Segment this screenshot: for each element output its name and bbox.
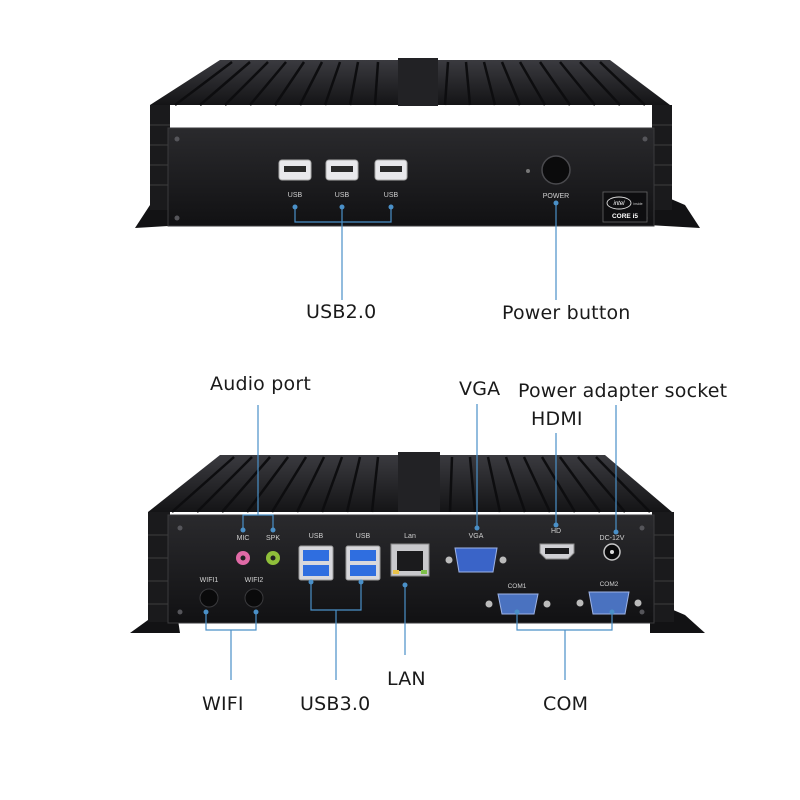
front-fin-lines xyxy=(174,61,646,106)
callout-usb2: USB2.0 xyxy=(306,301,377,323)
com2-port xyxy=(576,591,642,615)
usb3-stack-1 xyxy=(298,545,334,581)
front-usb-port-3 xyxy=(374,159,408,181)
callout-usb3: USB3.0 xyxy=(300,693,371,715)
usb3-label-2: USB xyxy=(356,533,371,540)
svg-text:CORE i5: CORE i5 xyxy=(612,213,638,220)
com1-port xyxy=(485,593,551,615)
hd-port-label: HD xyxy=(551,528,561,535)
callout-audio-port: Audio port xyxy=(210,373,311,395)
callout-power-button: Power button xyxy=(502,302,631,324)
front-panel xyxy=(167,127,655,227)
rear-unit: MIC SPK WIFI1 WIFI2 USB USB Lan xyxy=(130,404,705,680)
front-usb-label-2: USB xyxy=(335,192,350,199)
lan-port xyxy=(390,543,430,577)
front-leader-lines xyxy=(294,204,557,300)
spk-label: SPK xyxy=(266,535,280,542)
power-led xyxy=(526,169,530,173)
front-usb-label-1: USB xyxy=(288,192,303,199)
power-label: POWER xyxy=(543,193,569,200)
svg-text:inside: inside xyxy=(633,202,642,206)
power-button xyxy=(541,155,571,185)
svg-text:intel: intel xyxy=(613,201,625,207)
wifi1-port xyxy=(199,588,219,608)
vga-port-label: VGA xyxy=(469,533,484,540)
com2-label: COM2 xyxy=(600,581,619,588)
mic-label: MIC xyxy=(237,535,250,542)
front-usb-port-1 xyxy=(278,159,312,181)
usb3-stack-2 xyxy=(345,545,381,581)
wifi1-label: WIFI1 xyxy=(200,577,219,584)
com1-label: COM1 xyxy=(508,583,527,590)
callout-wifi: WIFI xyxy=(202,693,244,715)
wifi2-port xyxy=(244,588,264,608)
callout-hdmi: HDMI xyxy=(531,408,583,430)
usb3-label-1: USB xyxy=(309,533,324,540)
lan-port-label: Lan xyxy=(404,533,416,540)
dc-label: DC-12V xyxy=(600,535,625,542)
front-center-block xyxy=(398,58,438,106)
callout-com: COM xyxy=(543,693,589,715)
callout-vga: VGA xyxy=(459,378,501,400)
intel-core-badge: intel inside CORE i5 xyxy=(602,191,648,223)
front-usb-label-3: USB xyxy=(384,192,399,199)
callout-power-adapter-socket: Power adapter socket xyxy=(518,380,728,402)
vga-port xyxy=(445,547,507,573)
front-usb-port-2 xyxy=(325,159,359,181)
wifi2-label: WIFI2 xyxy=(245,577,264,584)
rear-leader-lines xyxy=(205,404,617,680)
front-unit: USB USB USB POWER intel inside CORE i5 xyxy=(135,58,700,300)
callout-lan: LAN xyxy=(387,668,426,690)
